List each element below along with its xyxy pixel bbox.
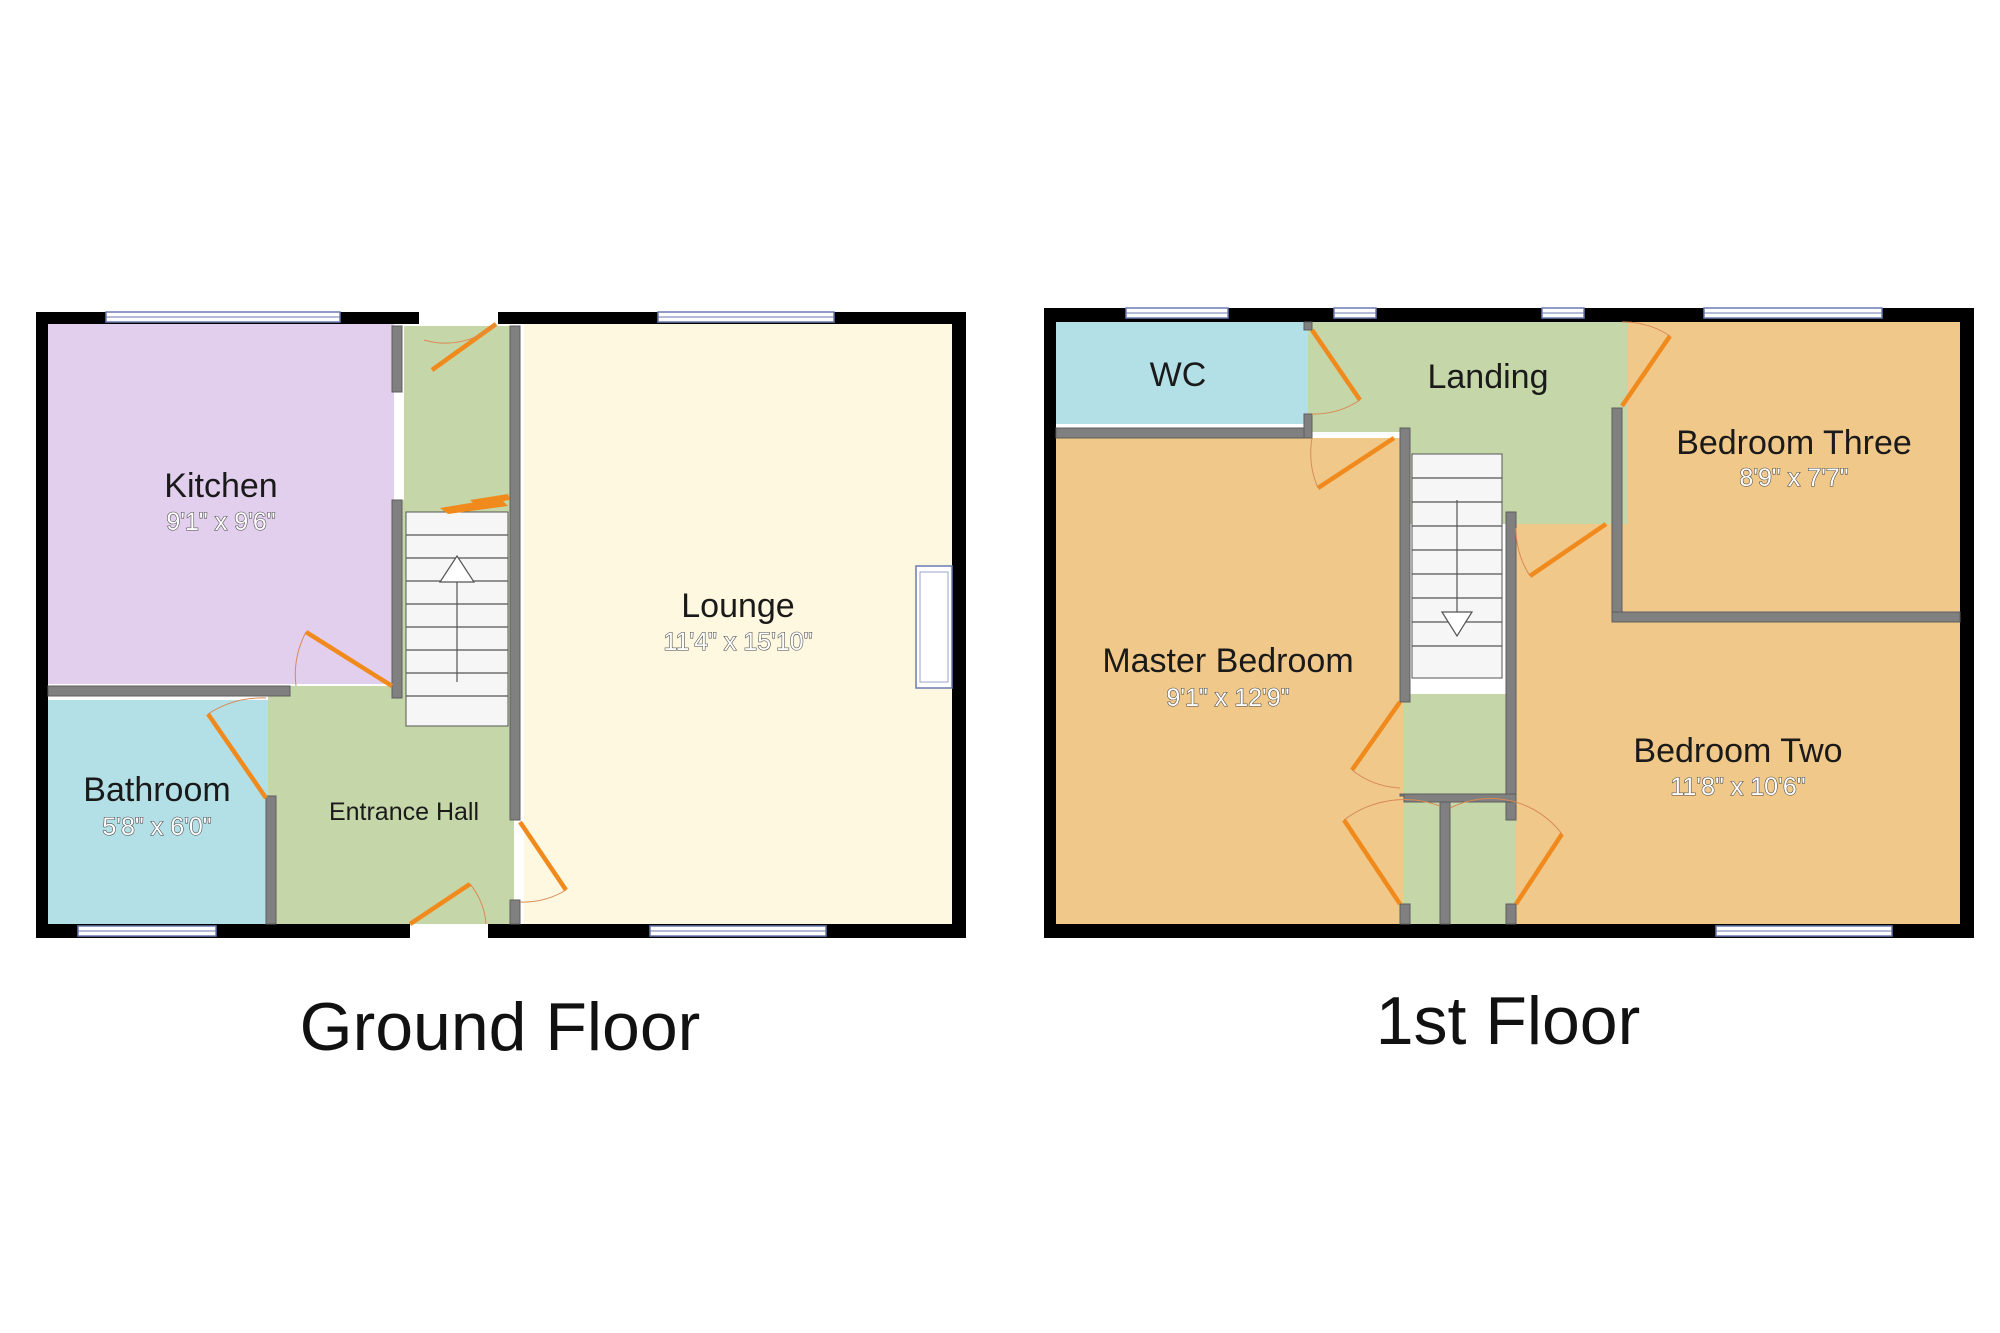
stairs-up-arrow [438, 554, 476, 682]
door-closet-left [1342, 799, 1441, 906]
door-front-bottom [408, 882, 487, 926]
window-lounge-top [657, 311, 835, 323]
bedroom-two-label: Bedroom Two [1633, 732, 1842, 770]
entrance-hall-area [268, 326, 514, 924]
bedroom-three-label: Bedroom Three [1676, 424, 1912, 462]
master-bedroom-label: Master Bedroom [1102, 642, 1353, 680]
first-floor-title: 1st Floor [1376, 983, 1641, 1059]
wc-area [1056, 322, 1308, 424]
bedroom-three-area [1628, 322, 1960, 614]
wall-kitchen-hall-lower [391, 499, 403, 699]
fireplace [915, 565, 953, 689]
external-wall-left [1044, 308, 1056, 938]
window-wc [1125, 307, 1229, 319]
entrance-hall-label: Entrance Hall [329, 798, 479, 826]
master-bedroom-area [1056, 438, 1404, 924]
door-kitchen [294, 630, 394, 688]
wall-closet-right-stub [1505, 903, 1517, 925]
lounge-label: Lounge [681, 587, 794, 625]
wall-stairs-right [1505, 511, 1517, 821]
door-lounge [518, 820, 568, 903]
external-wall-right [952, 312, 966, 938]
stairs-down-arrow [1440, 500, 1474, 638]
door-bathroom [206, 697, 268, 800]
bathroom-area [48, 700, 268, 924]
bathroom-label: Bathroom [83, 771, 230, 809]
wall-closet-left-stub [1399, 903, 1411, 925]
wall-kitchen-bathroom [47, 685, 291, 697]
wc-label: WC [1150, 356, 1207, 394]
window-bedroom-two [1715, 925, 1893, 937]
master-bedroom-dimensions: 9'1" x 12'9" [1166, 684, 1289, 712]
wall-bathroom-hall [265, 795, 277, 925]
door-front-top [423, 322, 498, 372]
ground-floor-plan: Kitchen 9'1" x 9'6" Bathroom 5'8" x 6'0"… [36, 311, 966, 1065]
external-wall-left [36, 312, 48, 938]
first-floor-stairs [1411, 453, 1503, 679]
wall-bedroom-three-left [1611, 407, 1623, 623]
wall-wc-bottom [1055, 427, 1313, 439]
kitchen-label: Kitchen [164, 467, 277, 505]
wall-hall-lounge-stub [509, 899, 521, 925]
window-kitchen [105, 311, 341, 323]
wall-hall-lounge [509, 325, 521, 821]
kitchen-dimensions: 9'1" x 9'6" [166, 508, 275, 536]
wall-wc-landing-lower [1303, 413, 1313, 439]
wall-wc-landing [1303, 321, 1313, 331]
landing-area [1308, 322, 1628, 524]
ground-floor-title: Ground Floor [300, 989, 701, 1065]
window-landing-right [1541, 307, 1585, 319]
bedroom-three-dimensions: 8'9" x 7'7" [1739, 464, 1848, 492]
window-bathroom [77, 925, 217, 937]
bedroom-two-dimensions: 11'8" x 10'6" [1670, 773, 1805, 801]
door-wc [1310, 328, 1362, 415]
external-wall-right [1960, 308, 1974, 938]
kitchen-area [48, 324, 394, 684]
wall-stairs-left [1399, 427, 1411, 703]
window-landing-left [1333, 307, 1377, 319]
landing-label: Landing [1427, 358, 1548, 396]
door-master-bedroom-top [1310, 436, 1396, 490]
wall-bedroom-three-bottom [1611, 611, 1961, 623]
window-bedroom-three [1703, 307, 1883, 319]
bedroom-two-area [1516, 524, 1960, 924]
wall-closet-divider [1439, 799, 1451, 925]
door-bedroom-two-top [1515, 522, 1608, 578]
wall-closet-top [1403, 793, 1517, 803]
window-lounge-bottom [649, 925, 827, 937]
door-closet-right [1449, 797, 1564, 906]
first-floor-plan: WC Landing Bedroom Three 8'9" x 7'7" Mas… [1044, 307, 1974, 1059]
bathroom-dimensions: 5'8" x 6'0" [102, 813, 211, 841]
door-master-bedroom-side [1350, 700, 1402, 789]
lounge-dimensions: 11'4" x 15'10" [663, 628, 812, 656]
door-bedroom-three [1620, 321, 1672, 408]
small-landing-area [1404, 694, 1516, 924]
ground-floor-stairs [405, 494, 510, 727]
lounge-area [524, 324, 952, 924]
wall-kitchen-hall-upper [391, 325, 403, 393]
